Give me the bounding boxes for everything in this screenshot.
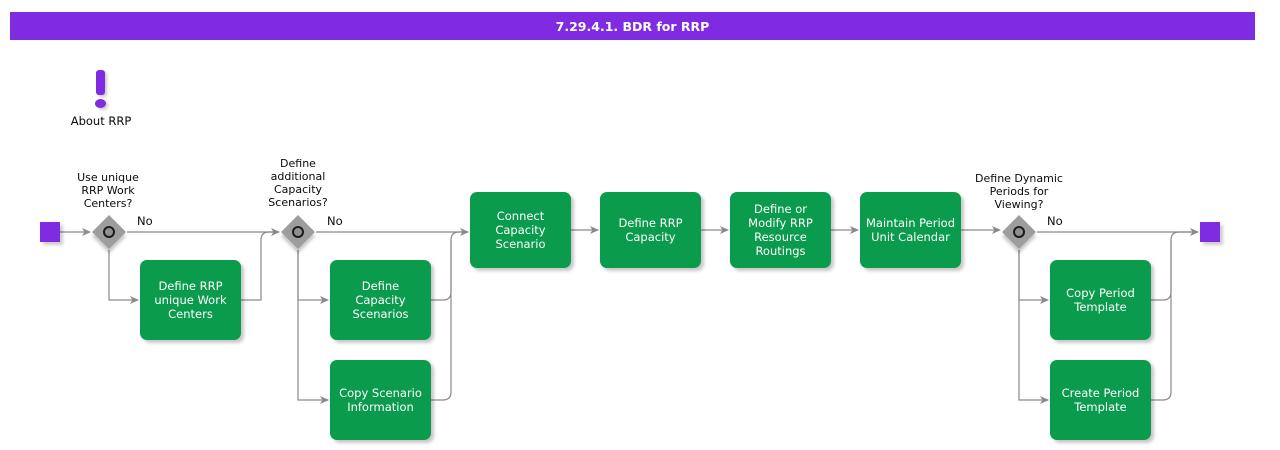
node-define-or-modify-rrp-resource-routings[interactable]: Define or Modify RRP Resource Routings: [730, 192, 831, 268]
decision-ring-icon: [103, 226, 115, 238]
decision-caption-define-dynamic-periods-for-viewing: Define Dynamic Periods for Viewing?: [975, 172, 1063, 211]
exclamation-dot: [95, 99, 106, 108]
branch-label-no-2: No: [327, 214, 343, 228]
start-terminator[interactable]: [40, 222, 60, 242]
branch-label-no-3: No: [1047, 214, 1063, 228]
branch-label-no-1: No: [137, 214, 153, 228]
about-rrp-label: About RRP: [70, 114, 132, 128]
exclamation-bar: [96, 70, 105, 95]
exclamation-icon: [90, 70, 112, 110]
node-copy-scenario-information[interactable]: Copy Scenario Information: [330, 360, 431, 440]
node-define-capacity-scenarios[interactable]: Define Capacity Scenarios: [330, 260, 431, 340]
end-terminator[interactable]: [1200, 222, 1220, 242]
node-define-rrp-unique-work-centers[interactable]: Define RRP unique Work Centers: [140, 260, 241, 340]
node-maintain-period-unit-calendar[interactable]: Maintain Period Unit Calendar: [860, 192, 961, 268]
decision-use-unique-rrp-work-centers[interactable]: [92, 215, 126, 249]
decision-ring-icon: [1013, 226, 1025, 238]
node-define-rrp-capacity[interactable]: Define RRP Capacity: [600, 192, 701, 268]
decision-ring-icon: [292, 226, 304, 238]
decision-define-additional-capacity-scenarios[interactable]: [281, 215, 315, 249]
decision-caption-define-additional-capacity-scenarios: Define additional Capacity Scenarios?: [268, 157, 328, 209]
node-connect-capacity-scenario[interactable]: Connect Capacity Scenario: [470, 192, 571, 268]
node-copy-period-template[interactable]: Copy Period Template: [1050, 260, 1151, 340]
decision-define-dynamic-periods-for-viewing[interactable]: [1002, 215, 1036, 249]
node-create-period-template[interactable]: Create Period Template: [1050, 360, 1151, 440]
page-title: 7.29.4.1. BDR for RRP: [10, 12, 1255, 40]
decision-caption-use-unique-rrp-work-centers: Use unique RRP Work Centers?: [77, 171, 139, 210]
